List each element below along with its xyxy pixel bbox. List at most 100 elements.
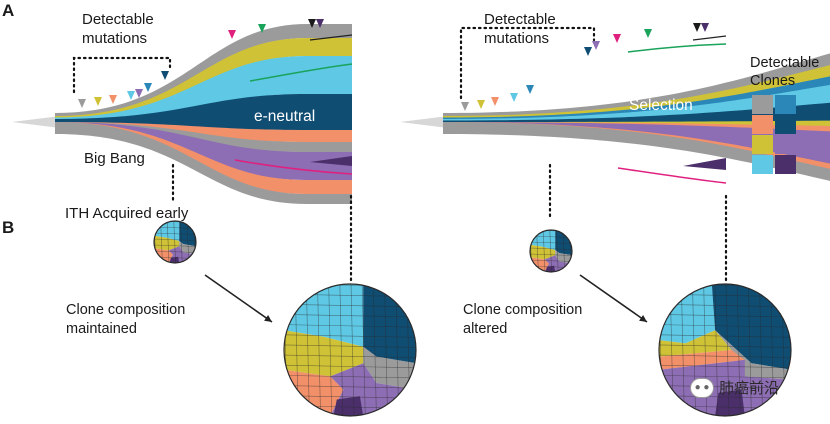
right-mutation-marker-7 bbox=[613, 34, 621, 43]
panel-label-a: A bbox=[2, 1, 15, 20]
legend-swatch-5 bbox=[775, 135, 796, 154]
right-late-tumour-mosaic-cell-line-v bbox=[736, 284, 741, 416]
right-late-tumour-mosaic-cell-line-h bbox=[659, 344, 791, 348]
right-early-tumour-mosaic bbox=[529, 229, 573, 273]
left-mutation-marker-2 bbox=[109, 95, 117, 104]
right-early-tumour-mosaic-outline bbox=[529, 229, 573, 273]
right-late-tumour-mosaic-cell-line-h bbox=[659, 364, 791, 369]
right-late-tumour-mosaic-cell-line-v bbox=[681, 284, 685, 416]
left-clone-label-line1: Clone composition bbox=[66, 302, 186, 318]
left-early-tumour-mosaic-cell-line-v bbox=[180, 221, 183, 263]
legend-swatch-0 bbox=[752, 95, 773, 114]
right-mutation-marker-2 bbox=[491, 97, 499, 106]
right-late-tumour-mosaic-region-darkpurple-6 bbox=[715, 389, 745, 416]
left-late-tumour-mosaic-cell-line-v bbox=[395, 284, 400, 416]
left-clone-band-purple-6 bbox=[55, 122, 352, 180]
left-magenta-subclone-line bbox=[234, 159, 353, 175]
right-late-tumour-mosaic bbox=[658, 283, 792, 417]
right-late-tumour-mosaic-region-salmon-4 bbox=[659, 350, 745, 370]
right-mutation-marker-8 bbox=[644, 29, 652, 38]
left-mutation-marker-5 bbox=[144, 83, 152, 92]
right-late-tumour-mosaic-cell-line-h bbox=[659, 385, 791, 389]
left-late-tumour-mosaic-cell-line-h bbox=[284, 375, 416, 379]
right-late-tumour-mosaic-cell-line-h bbox=[659, 324, 791, 328]
left-late-tumour-mosaic-cell-line-h bbox=[284, 314, 416, 318]
right-detectable-mutations-line1: Detectable bbox=[484, 11, 556, 28]
right-black-subclone-line bbox=[692, 35, 727, 41]
legend-swatch-6 bbox=[752, 155, 773, 174]
left-late-tumour-mosaic bbox=[283, 283, 417, 417]
left-clone-band-cyan-2 bbox=[55, 56, 352, 122]
left-clone-label-line2: maintained bbox=[66, 321, 137, 337]
left-mutations-bracket bbox=[72, 56, 172, 94]
right-early-tumour-mosaic-cell-line-v bbox=[549, 230, 552, 272]
right-late-tumour-mosaic-cell-line-h bbox=[659, 354, 791, 358]
right-late-tumour-mosaic-cell-line-v bbox=[748, 284, 752, 416]
right-mutations-bracket bbox=[459, 26, 596, 100]
left-black-subclone-line bbox=[309, 34, 353, 41]
right-late-tumour-mosaic-cell-line-v bbox=[770, 284, 775, 416]
left-late-tumour-mosaic-cell-line-v bbox=[373, 284, 377, 416]
left-late-tumour-mosaic-regions bbox=[284, 284, 416, 416]
left-green-subclone-line bbox=[249, 63, 353, 82]
left-late-tumour-mosaic-cell-line-v bbox=[339, 284, 344, 416]
left-mutation-marker-4 bbox=[135, 89, 143, 98]
left-clone-band-navy-3 bbox=[55, 94, 352, 130]
legend-title-line2: Clones bbox=[750, 73, 796, 89]
right-late-tumour-mosaic-region-purple-5 bbox=[659, 359, 791, 416]
right-early-tumour-mosaic-cell-line-h bbox=[530, 247, 572, 250]
right-clone-band-purple-7 bbox=[443, 122, 830, 167]
right-stem bbox=[400, 116, 448, 128]
wechat-icon: ● ● bbox=[690, 377, 714, 398]
left-late-tumour-mosaic-cell-line-h bbox=[284, 344, 416, 348]
right-late-tumour-mosaic-cell-line-h bbox=[659, 304, 791, 308]
left-late-tumour-mosaic-cell-line-v bbox=[384, 284, 388, 416]
right-model-label: Selection bbox=[629, 97, 693, 114]
right-stream-plot bbox=[400, 35, 830, 184]
right-clone-label-line2: altered bbox=[463, 321, 508, 337]
left-late-tumour-mosaic-cell-line-v bbox=[361, 284, 366, 416]
right-early-tumour-mosaic-cell-line-v bbox=[562, 230, 566, 272]
left-early-tumour-mosaic-cell-line-v bbox=[166, 221, 170, 263]
left-model-label: e-neutral bbox=[254, 108, 316, 125]
left-detectable-mutations-line1: Detectable bbox=[82, 11, 154, 28]
watermark: ● ● 肺癌前沿 bbox=[690, 377, 779, 398]
right-late-tumour-mosaic-cell-line-v bbox=[725, 284, 730, 416]
left-early-tumour-mosaic-region-darkpurple-6 bbox=[169, 256, 180, 263]
left-late-tumour-mosaic-region-grey-3 bbox=[363, 346, 416, 390]
left-early-tumour-mosaic bbox=[153, 220, 197, 264]
legend-title-line1: Detectable bbox=[750, 55, 820, 71]
left-late-tumour-mosaic-cell-line-v bbox=[328, 284, 333, 416]
left-darkpurple-subclone bbox=[310, 156, 352, 166]
right-mutation-marker-1 bbox=[477, 100, 485, 109]
right-darkpurple-subclone bbox=[683, 158, 726, 170]
right-mutation-marker-0 bbox=[461, 102, 469, 111]
legend-swatch-3 bbox=[775, 115, 796, 134]
left-late-tumour-mosaic-cell-line-h bbox=[284, 395, 416, 399]
legend-swatch-2 bbox=[752, 115, 773, 134]
right-early-tumour-mosaic-cell-line-v bbox=[542, 230, 546, 272]
ith-acquired-early-label: ITH Acquired early bbox=[65, 205, 189, 222]
left-late-tumour-mosaic-cell-line-h bbox=[284, 304, 416, 308]
right-late-tumour-mosaic-cell-line-h bbox=[659, 314, 791, 318]
right-late-tumour-mosaic-region-yellow-2 bbox=[659, 330, 732, 357]
left-detectable-mutations-line2: mutations bbox=[82, 30, 148, 47]
left-mutation-marker-0 bbox=[78, 99, 86, 108]
right-late-tumour-mosaic-cell-line-v bbox=[759, 284, 763, 416]
right-late-tumour-mosaic-cell-line-h bbox=[659, 334, 791, 338]
right-mutation-marker-10 bbox=[701, 23, 709, 32]
left-late-tumour-mosaic-cell-line-h bbox=[284, 385, 416, 389]
left-clone-band-grey-0 bbox=[55, 24, 352, 122]
right-early-tumour-mosaic-cell-line-v bbox=[536, 230, 539, 272]
right-clone-label-line1: Clone composition bbox=[463, 302, 583, 318]
right-early-tumour-mosaic-region-grey-3 bbox=[555, 249, 572, 264]
left-early-tumour-mosaic-cell-line-v bbox=[173, 221, 176, 263]
right-mutation-marker-9 bbox=[693, 23, 701, 32]
left-clone-band-grey-8 bbox=[55, 122, 352, 204]
left-mutation-marker-3 bbox=[127, 91, 135, 100]
watermark-text: 肺癌前沿 bbox=[719, 380, 780, 397]
right-detectable-mutations-line2: mutations bbox=[484, 30, 550, 47]
big-bang-label: Big Bang bbox=[84, 150, 145, 167]
legend-swatch-1 bbox=[775, 95, 796, 114]
